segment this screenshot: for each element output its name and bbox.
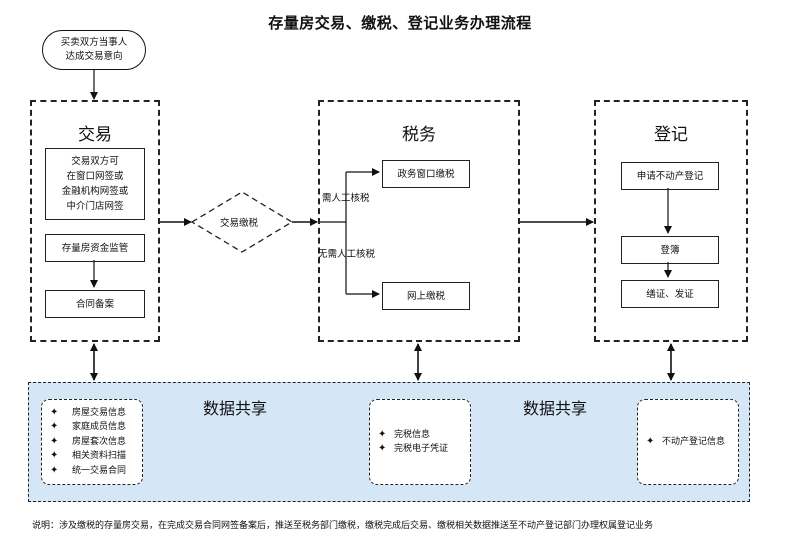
list-item-text: 不动产登记信息 xyxy=(662,436,726,447)
register-step-issue-certificate: 缮证、发证 xyxy=(621,280,719,308)
data-group-register: ✦ 不动产登记信息 xyxy=(637,399,739,485)
tax-condition-no-manual: 无需人工核税 xyxy=(318,249,376,260)
trade-panel: 交易 交易双方可 在窗口网签或 金融机构网签或 中介门店网签 存量房资金监管 合… xyxy=(30,100,160,342)
list-item-text: 家庭成员信息 xyxy=(72,422,127,433)
register-step-record: 登簿 xyxy=(621,236,719,264)
list-item: ✦ 房屋交易信息 xyxy=(50,406,142,421)
data-group-trade: ✦ 房屋交易信息 ✦ 家庭成员信息 ✦ 房屋套次信息 ✦ 相关资料扫描 ✦ 统一交易合同 xyxy=(41,399,143,485)
bullet-star-icon: ✦ xyxy=(50,464,59,476)
register-panel-title: 登记 xyxy=(654,125,688,145)
tax-panel-title: 税务 xyxy=(402,125,436,145)
trade-step-line: 在窗口网签或 xyxy=(66,171,124,182)
trade-panel-title: 交易 xyxy=(78,125,112,145)
register-panel: 登记 申请不动产登记 登簿 缮证、发证 xyxy=(594,100,748,342)
trade-step-line: 交易双方可 xyxy=(71,156,119,167)
bullet-star-icon: ✦ xyxy=(50,450,59,462)
list-item: ✦ 相关资料扫描 xyxy=(50,449,142,464)
decision-label: 交易缴税 xyxy=(220,218,259,229)
list-item: ✦ 房屋套次信息 xyxy=(50,435,142,450)
footnote: 说明：涉及缴税的存量房交易，在完成交易合同网签备案后，推送至税务部门缴税，缴税完… xyxy=(32,521,654,531)
list-item: ✦ 完税信息 xyxy=(378,428,470,443)
data-sharing-band: 数据共享 数据共享 ✦ 房屋交易信息 ✦ 家庭成员信息 ✦ 房屋套次信息 ✦ 相关资料扫… xyxy=(28,382,750,502)
list-item-text: 房屋交易信息 xyxy=(72,407,127,418)
start-node-line-2: 达成交易意向 xyxy=(65,51,123,62)
trade-step-fund-supervision: 存量房资金监管 xyxy=(45,234,145,262)
start-node: 买卖双方当事人 达成交易意向 xyxy=(42,30,146,70)
tax-step-online-payment: 网上缴税 xyxy=(382,282,470,310)
trade-step-online-sign: 交易双方可 在窗口网签或 金融机构网签或 中介门店网签 xyxy=(45,148,145,220)
tax-condition-manual: 需人工核税 xyxy=(322,193,370,204)
tax-step-window-payment: 政务窗口缴税 xyxy=(382,160,470,188)
data-group-tax: ✦ 完税信息 ✦ 完税电子凭证 xyxy=(369,399,471,485)
trade-step-contract-filing: 合同备案 xyxy=(45,290,145,318)
trade-step-line: 金融机构网签或 xyxy=(61,186,129,197)
bullet-star-icon: ✦ xyxy=(50,406,59,418)
start-node-line-1: 买卖双方当事人 xyxy=(60,37,128,48)
bullet-star-icon: ✦ xyxy=(50,421,59,433)
list-item-text: 相关资料扫描 xyxy=(72,451,127,462)
trade-step-line: 中介门店网签 xyxy=(66,201,124,212)
bullet-star-icon: ✦ xyxy=(50,435,59,447)
bullet-star-icon: ✦ xyxy=(378,428,387,440)
data-sharing-title-right: 数据共享 xyxy=(523,399,588,418)
list-item-text: 房屋套次信息 xyxy=(72,436,127,447)
list-item: ✦ 不动产登记信息 xyxy=(646,435,738,450)
bullet-star-icon: ✦ xyxy=(646,435,655,447)
bullet-star-icon: ✦ xyxy=(378,443,387,454)
list-item-text: 完税电子凭证 xyxy=(394,444,449,454)
list-item-text: 统一交易合同 xyxy=(72,465,127,476)
list-item: ✦ 完税电子凭证 xyxy=(378,442,470,457)
tax-panel: 税务 政务窗口缴税 网上缴税 需人工核税 无需人工核税 xyxy=(318,100,520,342)
diagram-title: 存量房交易、缴税、登记业务办理流程 xyxy=(268,14,532,32)
list-item: ✦ 家庭成员信息 xyxy=(50,420,142,435)
data-sharing-title-left: 数据共享 xyxy=(203,399,268,418)
list-item: ✦ 统一交易合同 xyxy=(50,464,142,479)
list-item-text: 完税信息 xyxy=(394,429,431,440)
register-step-apply: 申请不动产登记 xyxy=(621,162,719,190)
